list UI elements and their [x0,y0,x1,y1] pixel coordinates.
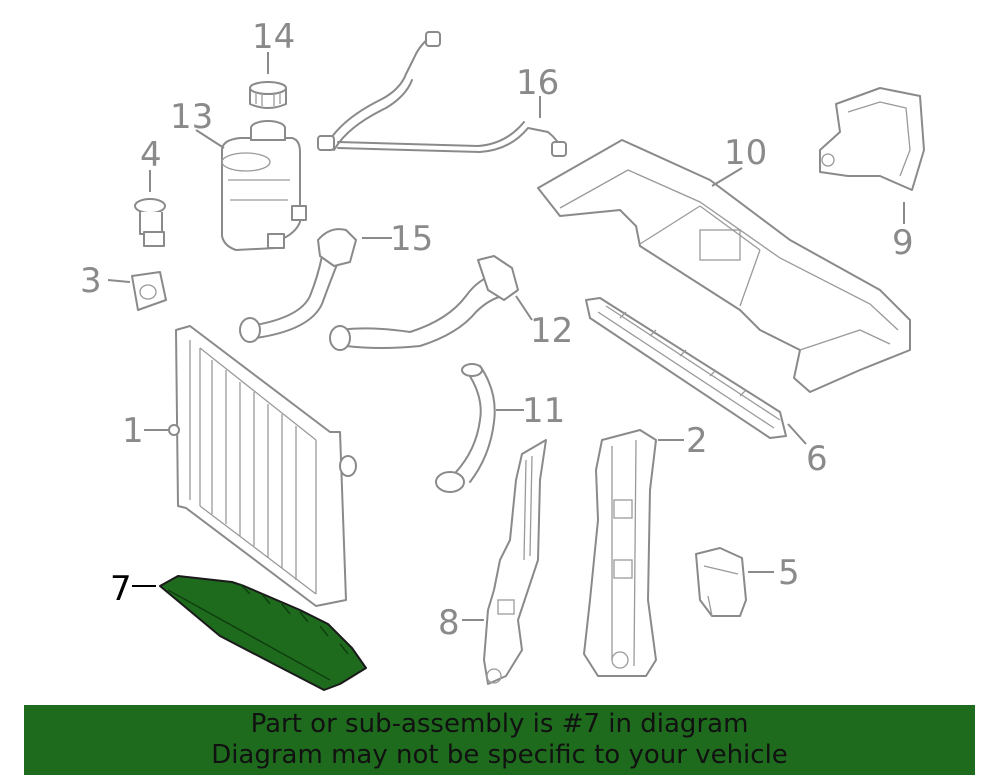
part-1-radiator [168,325,357,607]
callout-11: 11 [522,391,565,431]
parts-diagram: 14 13 16 4 10 9 15 3 12 11 1 2 6 5 7 8 [80,17,925,691]
info-banner: Part or sub-assembly is #7 in diagram Di… [24,705,975,775]
part-7-air-deflector [159,575,367,691]
callout-9: 9 [892,223,914,263]
part-3-grommet [131,271,167,311]
callout-4: 4 [140,135,162,175]
part-14-cap [249,81,287,109]
part-10-upper-support [537,139,911,393]
part-15-upper-hose [239,228,357,343]
callout-15: 15 [390,219,433,259]
callout-7: 7 [110,569,132,609]
callout-10: 10 [724,133,767,173]
callout-6: 6 [806,439,828,479]
part-8-bracket [483,439,547,685]
callout-8: 8 [438,603,460,643]
part-13-expansion-tank [221,120,307,251]
callout-3: 3 [80,261,102,301]
part-5-sensor [695,547,747,617]
part-16-hose [317,31,567,157]
part-2-bracket [583,429,657,677]
banner-line-1: Part or sub-assembly is #7 in diagram [250,709,749,739]
banner-line-2: Diagram may not be specific to your vehi… [211,740,788,770]
callout-14: 14 [252,17,295,57]
callout-1: 1 [122,411,144,451]
part-11-hose [435,363,496,493]
callout-5: 5 [778,553,800,593]
callout-13: 13 [170,97,213,137]
callout-leaders [107,52,905,621]
part-6-rail [585,297,787,439]
callout-12: 12 [530,311,573,351]
part-12-lower-hose [329,255,519,351]
callout-2: 2 [686,421,708,461]
callout-16: 16 [516,63,559,103]
part-9-bracket [819,87,925,191]
part-4-clip [134,198,166,247]
